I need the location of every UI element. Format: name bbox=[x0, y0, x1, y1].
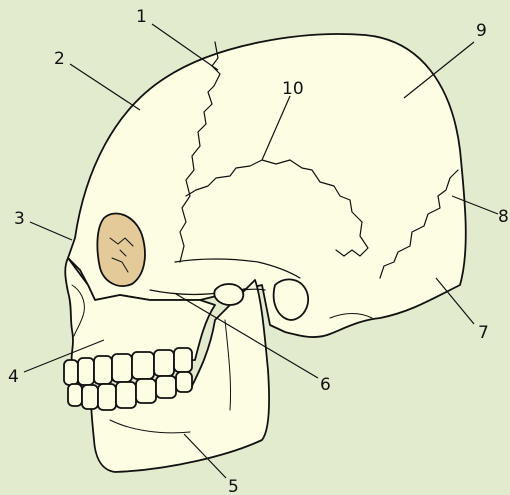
label-9: 9 bbox=[476, 21, 487, 41]
label-2: 2 bbox=[54, 49, 65, 69]
label-10: 10 bbox=[282, 79, 304, 99]
label-6: 6 bbox=[320, 375, 331, 395]
external-auditory-meatus bbox=[274, 279, 308, 320]
label-8: 8 bbox=[498, 207, 509, 227]
leader-3 bbox=[30, 222, 72, 240]
label-5: 5 bbox=[228, 477, 239, 495]
styloid-region bbox=[214, 284, 243, 305]
label-3: 3 bbox=[14, 209, 25, 229]
label-4: 4 bbox=[8, 367, 19, 387]
leader-2 bbox=[70, 64, 140, 110]
leader-1 bbox=[152, 24, 218, 70]
label-1: 1 bbox=[136, 7, 147, 27]
label-7: 7 bbox=[478, 323, 489, 343]
cranium-outline bbox=[68, 34, 466, 337]
